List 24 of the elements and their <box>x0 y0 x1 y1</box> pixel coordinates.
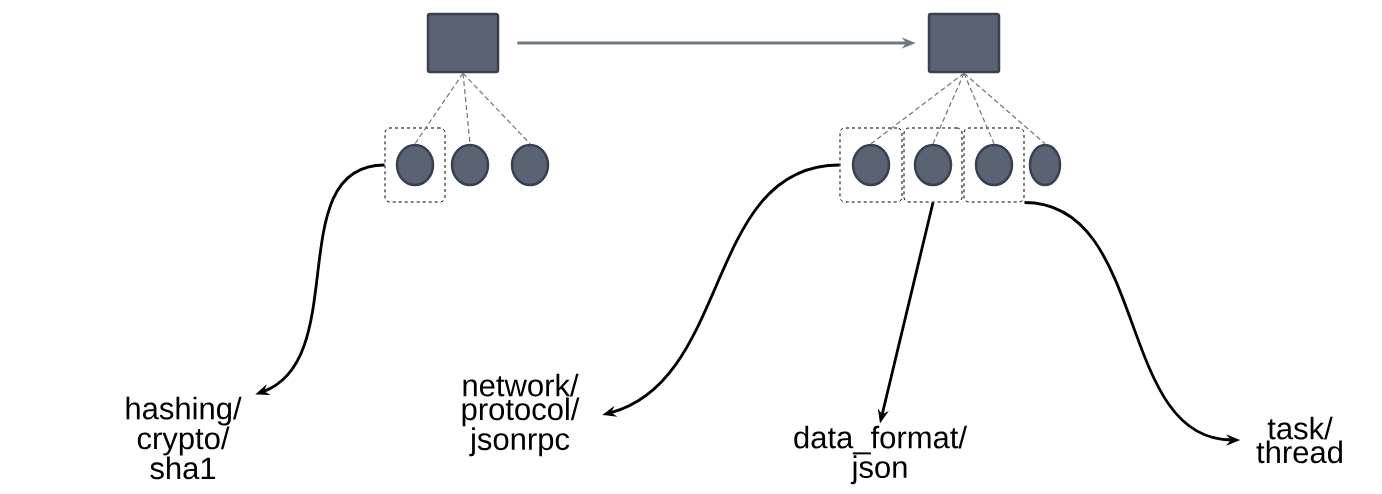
path-label: data_format/ json <box>794 425 967 485</box>
circle-node <box>450 143 490 187</box>
square-node <box>426 12 500 74</box>
circle-node <box>1028 143 1062 187</box>
dashed-line <box>414 72 464 145</box>
dashed-frame <box>839 127 903 203</box>
circle-node <box>395 143 435 187</box>
dashed-frame <box>963 127 1025 203</box>
dashed-line <box>462 72 531 145</box>
path-label: hashing/ crypto/ sha1 <box>126 396 242 480</box>
path-label: network/ protocol/ jsonrpc <box>462 373 580 457</box>
dashed-frame <box>903 127 963 203</box>
dashed-line <box>963 72 995 145</box>
dashed-line <box>870 72 965 145</box>
dashed-line <box>963 72 1046 145</box>
circle-node <box>851 143 891 187</box>
circle-node <box>974 143 1014 187</box>
circle-node <box>913 143 953 187</box>
dashed-line <box>932 72 965 145</box>
dashed-line <box>462 72 471 145</box>
circle-node <box>510 143 550 187</box>
dashed-frame <box>384 127 446 203</box>
path-label: task/ thread <box>1256 416 1342 464</box>
square-node <box>927 12 1001 74</box>
